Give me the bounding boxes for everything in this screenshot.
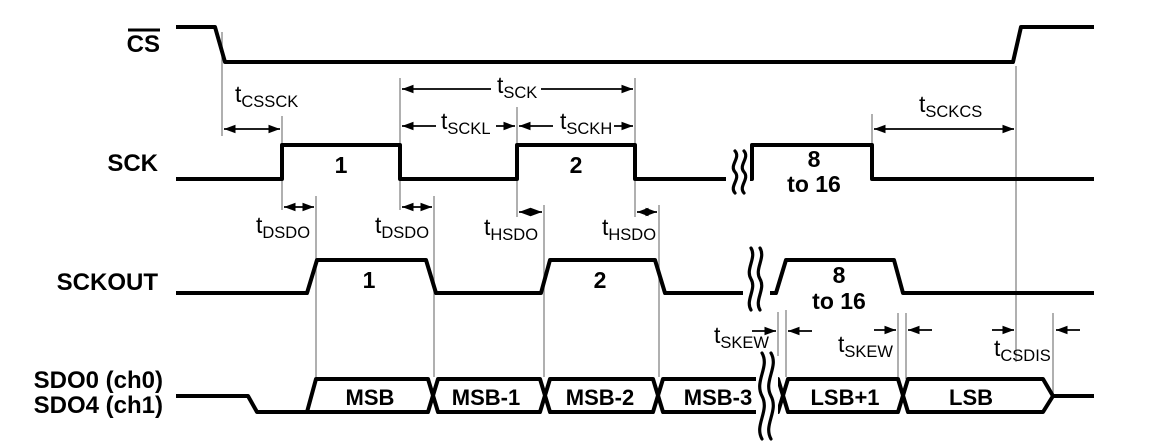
tsckcs-label: tSCKCS [919, 91, 982, 121]
bus-cell-lsb: LSB [949, 385, 993, 410]
cs-signal-label: CS [127, 31, 160, 58]
tcssck-label: tCSSCK [235, 81, 298, 111]
sck-pulse-2-label: 2 [570, 152, 583, 178]
tsckl-sub: SCKL [447, 120, 490, 138]
tcssck-base: t [235, 81, 242, 107]
tskew2-label: tSKEW [838, 331, 893, 361]
sdo0-signal-label: SDO0 (ch0) [34, 367, 163, 394]
bus-cell-msb-3: MSB-3 [684, 385, 752, 410]
cs-trace [176, 25, 1094, 64]
tcsdis-sub: CSDIS [1000, 347, 1050, 365]
tdsdo1-base: t [256, 212, 263, 238]
tsckh-label: tSCKH [560, 108, 612, 138]
sckout-trace [176, 258, 1094, 295]
tdsdo2-sub: DSDO [381, 224, 429, 242]
break-mark-sckout [743, 246, 770, 312]
thsdo1-sub: HSDO [490, 226, 538, 244]
tcssck-sub: CSSCK [241, 93, 298, 111]
tskew1-label: tSKEW [714, 322, 769, 352]
thsdo2-base: t [602, 214, 609, 240]
sck-trace [176, 143, 1094, 181]
sck-burst-label-line1: 8 [808, 146, 821, 172]
sckout-signal-label: SCKOUT [57, 269, 159, 296]
tskew1-base: t [714, 322, 721, 348]
tsckl-base: t [441, 108, 448, 134]
tsck-base: t [497, 72, 504, 98]
tdsdo1-label: tDSDO [256, 212, 310, 242]
tcsdis-label: tCSDIS [994, 335, 1051, 365]
sck-signal-label: SCK [107, 150, 158, 177]
sckout-burst-label-line1: 8 [833, 262, 846, 288]
tskew2-sub: SKEW [844, 343, 893, 361]
tsck-label: tSCK [497, 72, 537, 102]
thsdo1-label: tHSDO [484, 214, 538, 244]
bus-cell-msb-2: MSB-2 [566, 385, 634, 410]
thsdo1-base: t [484, 214, 491, 240]
sckout-burst-label-line2: to 16 [812, 288, 866, 314]
tsckh-base: t [560, 108, 567, 134]
thsdo2-label: tHSDO [602, 214, 656, 244]
sck-burst-label-line2: to 16 [787, 171, 841, 197]
tsck-sub: SCK [503, 84, 537, 102]
tskew2-base: t [838, 331, 845, 357]
tsckl-label: tSCKL [441, 108, 491, 138]
sckout-pulse-1-label: 1 [363, 267, 376, 293]
sck-pulse-1-label: 1 [335, 152, 348, 178]
tcsdis-base: t [994, 335, 1001, 361]
tsckh-sub: SCKH [566, 120, 612, 138]
bus-cell-msb: MSB [346, 385, 395, 410]
break-mark-sck [726, 149, 750, 195]
break-mark-sdo [756, 351, 778, 441]
sdo-bus-upper-trace [176, 377, 1094, 414]
tskew1-sub: SKEW [720, 334, 769, 352]
sckout-pulse-2-label: 2 [594, 267, 607, 293]
bus-cell-msb-1: MSB-1 [452, 385, 520, 410]
tsckcs-sub: SCKCS [925, 103, 982, 121]
tdsdo2-base: t [375, 212, 382, 238]
tdsdo1-sub: DSDO [262, 224, 310, 242]
thsdo2-sub: HSDO [608, 226, 656, 244]
sdo4-signal-label: SDO4 (ch1) [34, 392, 163, 419]
tdsdo2-label: tDSDO [375, 212, 429, 242]
sdo-bus-lower-trace [305, 377, 1056, 414]
bus-cell-lsb-plus-1: LSB+1 [810, 385, 879, 410]
reference-lines [221, 32, 1054, 396]
tsckcs-base: t [919, 91, 926, 117]
